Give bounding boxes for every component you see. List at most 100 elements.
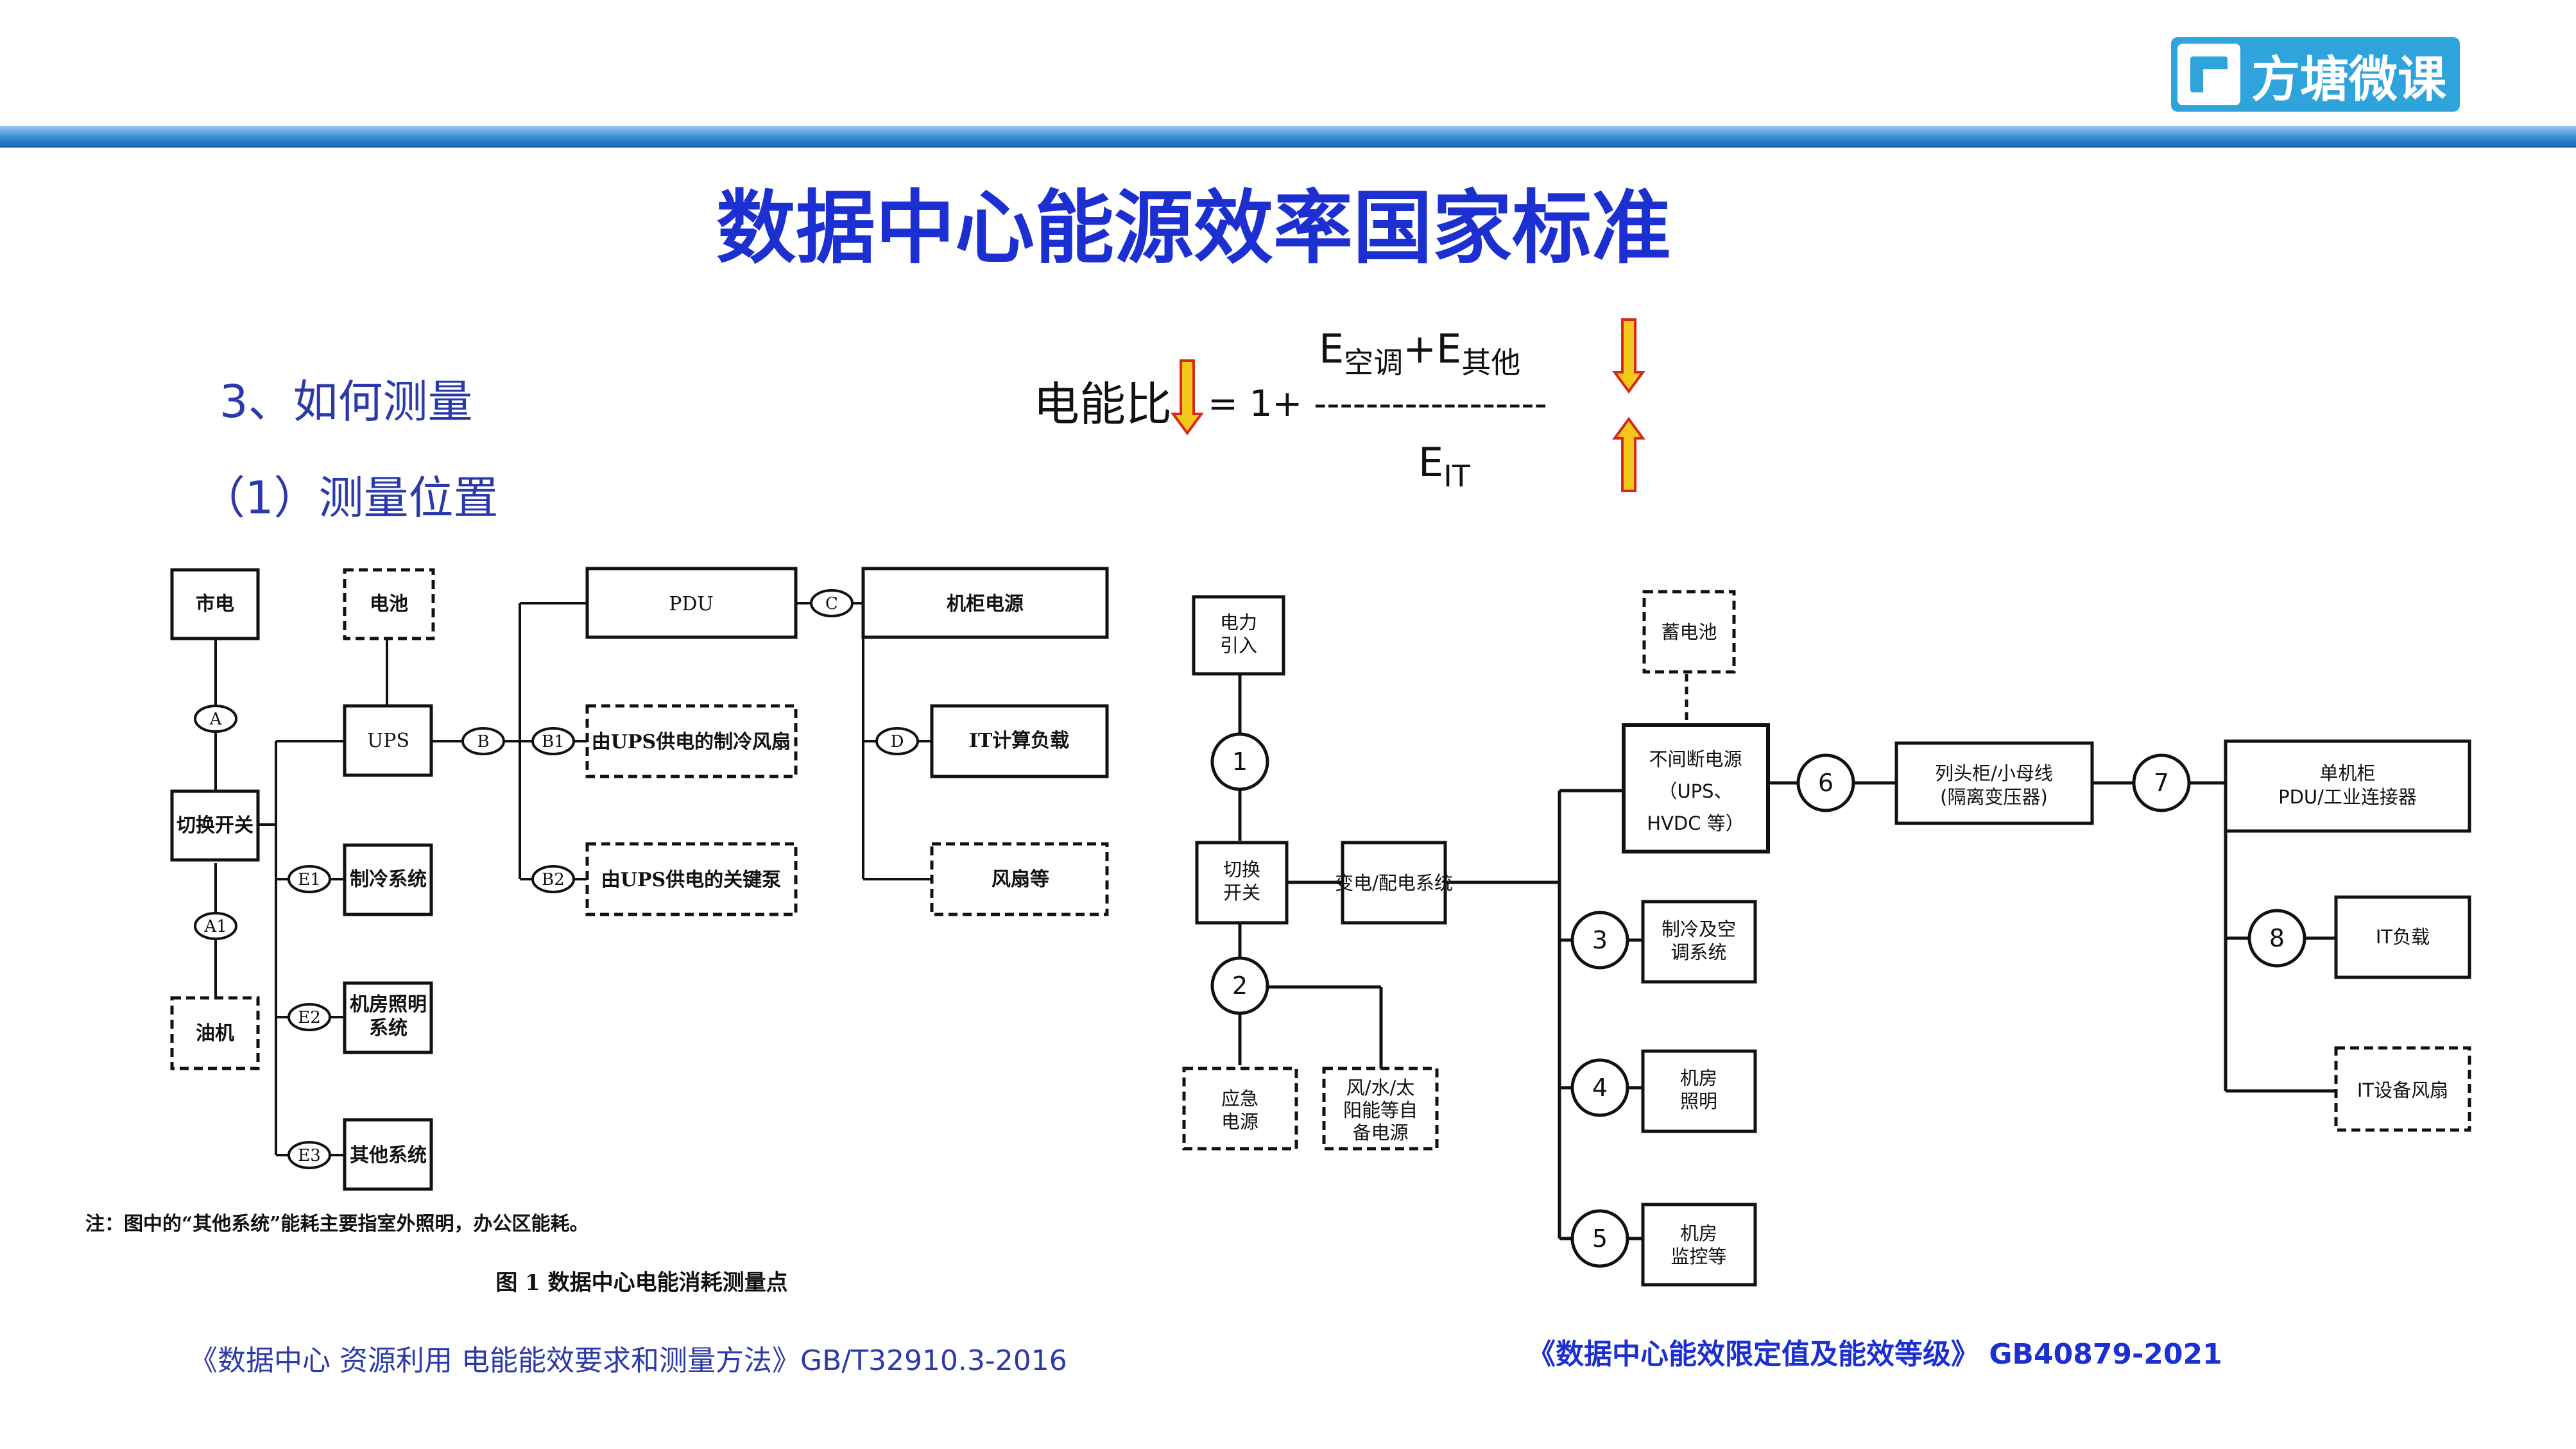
left-source-citation: 《数据中心 资源利用 电能能效要求和测量方法》GB/T32910.3-2016 — [189, 1344, 1067, 1377]
header-bar — [0, 126, 2576, 148]
point-b2 — [531, 865, 575, 893]
point-a — [194, 705, 237, 733]
point-1 — [1210, 732, 1269, 791]
it-fans-box — [2334, 1046, 2471, 1132]
it-fans-label: IT设备风扇 — [2357, 1079, 2448, 1101]
ups-hvdc-box — [1622, 723, 1770, 853]
page-title: 数据中心能源效率国家标准 — [716, 182, 1671, 275]
emergency-power-box — [1182, 1067, 1298, 1151]
cooling-label-1: 制冷及空 — [1662, 918, 1736, 940]
cooling-label: 制冷系统 — [350, 868, 427, 891]
intake-label-1: 电力 — [1220, 612, 1257, 633]
point-5 — [1570, 1209, 1629, 1268]
column-label-1: 列头柜/小母线 — [1935, 762, 2053, 784]
point-e1-label: E1 — [298, 870, 321, 889]
figure-caption: 图 1 数据中心电能消耗测量点 — [495, 1270, 787, 1296]
pdu-label: PDU — [669, 593, 714, 615]
renewable-label-1: 风/水/太 — [1346, 1077, 1415, 1099]
ups-pump-label: 由UPS供电的关键泵 — [601, 869, 781, 891]
point-e2-label: E2 — [298, 1008, 321, 1027]
switch-label: 切换开关 — [176, 814, 253, 837]
mains-label: 市电 — [196, 593, 234, 615]
point-d-label: D — [891, 732, 904, 751]
battery-label-right: 蓄电池 — [1661, 621, 1717, 643]
down-arrow-icon — [1612, 318, 1645, 394]
pdu-box — [585, 567, 798, 639]
switch-label-1: 切换 — [1223, 859, 1260, 880]
emergency-label-1: 应急 — [1221, 1088, 1258, 1110]
ups-label-3: HVDC 等） — [1647, 812, 1744, 834]
room-monitoring-box — [1641, 1203, 1757, 1287]
section-heading: 3、如何测量 — [219, 375, 473, 428]
monitoring-label-2: 监控等 — [1670, 1246, 1726, 1267]
other-systems-box — [343, 1118, 433, 1191]
point-a1 — [194, 912, 237, 940]
formula-denominator: EIT — [1418, 439, 1471, 493]
mains-box — [170, 568, 260, 640]
point-e1 — [288, 865, 331, 893]
right-source-citation: 《数据中心能效限定值及能效等级》 GB40879-2021 — [1527, 1338, 2222, 1371]
formula-lhs: 电能比 — [1033, 377, 1172, 431]
point-2-label: 2 — [1232, 972, 1248, 1000]
point-7 — [2132, 753, 2191, 812]
point-b1-label: B1 — [542, 732, 565, 751]
diagram-note: 注：图中的“其他系统”能耗主要指室外照明，办公区能耗。 — [85, 1213, 589, 1235]
ups-pump-box — [585, 842, 798, 916]
it-load-box-right — [2334, 895, 2471, 979]
logo-text: 方塘微课 — [2251, 51, 2447, 108]
ups-fan-box — [585, 704, 798, 778]
emergency-label-2: 电源 — [1221, 1111, 1258, 1133]
lighting-label-2-right: 照明 — [1680, 1090, 1717, 1112]
point-7-label: 7 — [2154, 769, 2169, 797]
cooling-ac-box — [1641, 900, 1757, 984]
point-d — [875, 727, 919, 755]
point-b — [461, 727, 505, 755]
formula-equals: = 1+ ------------------ — [1208, 383, 1547, 425]
right-diagram: 电力 引入 切换 开关 应急 电源 风/水/太 阳能等自 备电源 变电/配电系统… — [1182, 590, 2471, 1287]
point-b2-label: B2 — [542, 870, 565, 889]
point-1-label: 1 — [1232, 748, 1248, 776]
left-diagram: 市电 电池 切换开关 油机 UPS 制冷系统 机房照明 系统 其他系统 PDU … — [85, 567, 1109, 1296]
rack-power-label: 机柜电源 — [947, 593, 1024, 615]
point-4-label: 4 — [1592, 1074, 1608, 1102]
point-3-label: 3 — [1592, 926, 1608, 954]
point-2 — [1210, 956, 1269, 1015]
generator-box — [170, 996, 260, 1070]
battery-label: 电池 — [370, 593, 408, 615]
battery-box — [343, 568, 435, 640]
point-c-label: C — [825, 594, 838, 613]
battery-box-right — [1642, 590, 1736, 674]
point-b1 — [531, 727, 575, 755]
point-a-label: A — [209, 710, 223, 729]
power-intake-box — [1192, 595, 1285, 676]
rack-label-2: PDU/工业连接器 — [2278, 786, 2417, 808]
ups-label-1: 不间断电源 — [1649, 748, 1742, 770]
ups-label: UPS — [367, 730, 409, 752]
rack-pdu-box — [2224, 739, 2471, 833]
substation-label: 变电/配电系统 — [1335, 872, 1453, 894]
point-e2 — [288, 1003, 331, 1031]
point-8-label: 8 — [2269, 924, 2285, 952]
switch-box — [170, 789, 260, 862]
cooling-box — [343, 843, 433, 916]
point-8 — [2247, 909, 2306, 968]
ups-fan-label: 由UPS供电的制冷风扇 — [592, 731, 791, 753]
pue-formula: 电能比 = 1+ ------------------ E空调+E其他 EIT — [1033, 318, 1645, 493]
section-subheading: （1）测量位置 — [200, 472, 499, 524]
point-6-label: 6 — [1818, 769, 1833, 797]
switch-label-2: 开关 — [1223, 882, 1260, 904]
it-load-label: IT计算负载 — [969, 730, 1069, 752]
room-lighting-box — [1641, 1049, 1757, 1133]
down-arrow-icon — [1171, 359, 1204, 436]
point-3 — [1570, 911, 1629, 970]
point-4 — [1570, 1058, 1629, 1117]
logo-background — [2171, 37, 2460, 112]
lighting-label-1-right: 机房 — [1680, 1067, 1717, 1089]
ups-label-2: （UPS、 — [1658, 780, 1732, 802]
point-e3 — [288, 1141, 331, 1169]
other-systems-label: 其他系统 — [350, 1144, 427, 1167]
switch-box-right — [1195, 841, 1289, 925]
fans-label: 风扇等 — [992, 868, 1049, 891]
monitoring-label-1: 机房 — [1680, 1222, 1717, 1244]
ups-box — [343, 704, 433, 777]
